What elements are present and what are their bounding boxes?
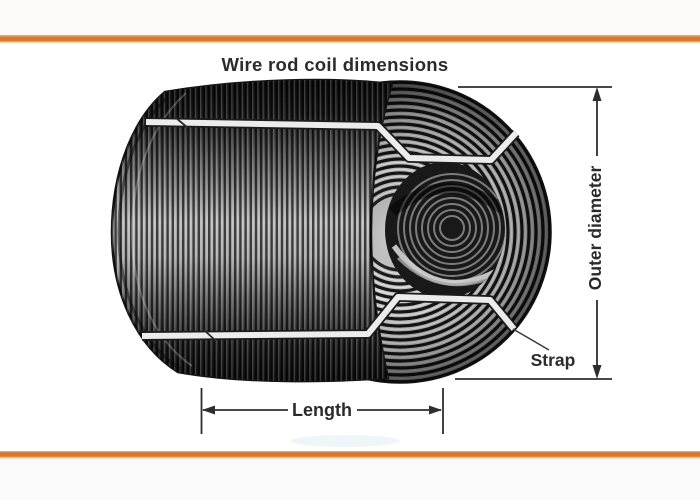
strap-top-band	[145, 117, 520, 165]
strap-label: Strap	[531, 350, 576, 370]
length-label: Length	[292, 400, 352, 420]
coil-bore	[385, 162, 505, 298]
arrow-right-icon	[429, 405, 442, 415]
top-rule	[0, 35, 700, 43]
arrow-up-icon	[592, 87, 602, 101]
coil-body	[110, 78, 394, 383]
strap-bottom-splice-mark	[203, 329, 217, 342]
arrow-down-icon	[592, 365, 602, 379]
bottom-margin	[0, 458, 700, 500]
arrow-left-icon	[202, 405, 215, 415]
background-smudge	[290, 435, 400, 447]
bottom-rule	[0, 451, 700, 460]
top-margin	[0, 0, 700, 35]
diagram-title: Wire rod coil dimensions	[221, 54, 448, 75]
strap-callout: Strap	[512, 328, 576, 370]
length-dimension	[200, 388, 444, 434]
strap-bottom-band	[141, 292, 518, 342]
strap-leader-line	[512, 328, 550, 351]
strap-top-splice-mark	[175, 117, 189, 129]
outer-diameter-dimension	[455, 86, 612, 380]
coil-illustration	[110, 78, 552, 384]
outer-diameter-label: Outer diameter	[585, 166, 605, 291]
